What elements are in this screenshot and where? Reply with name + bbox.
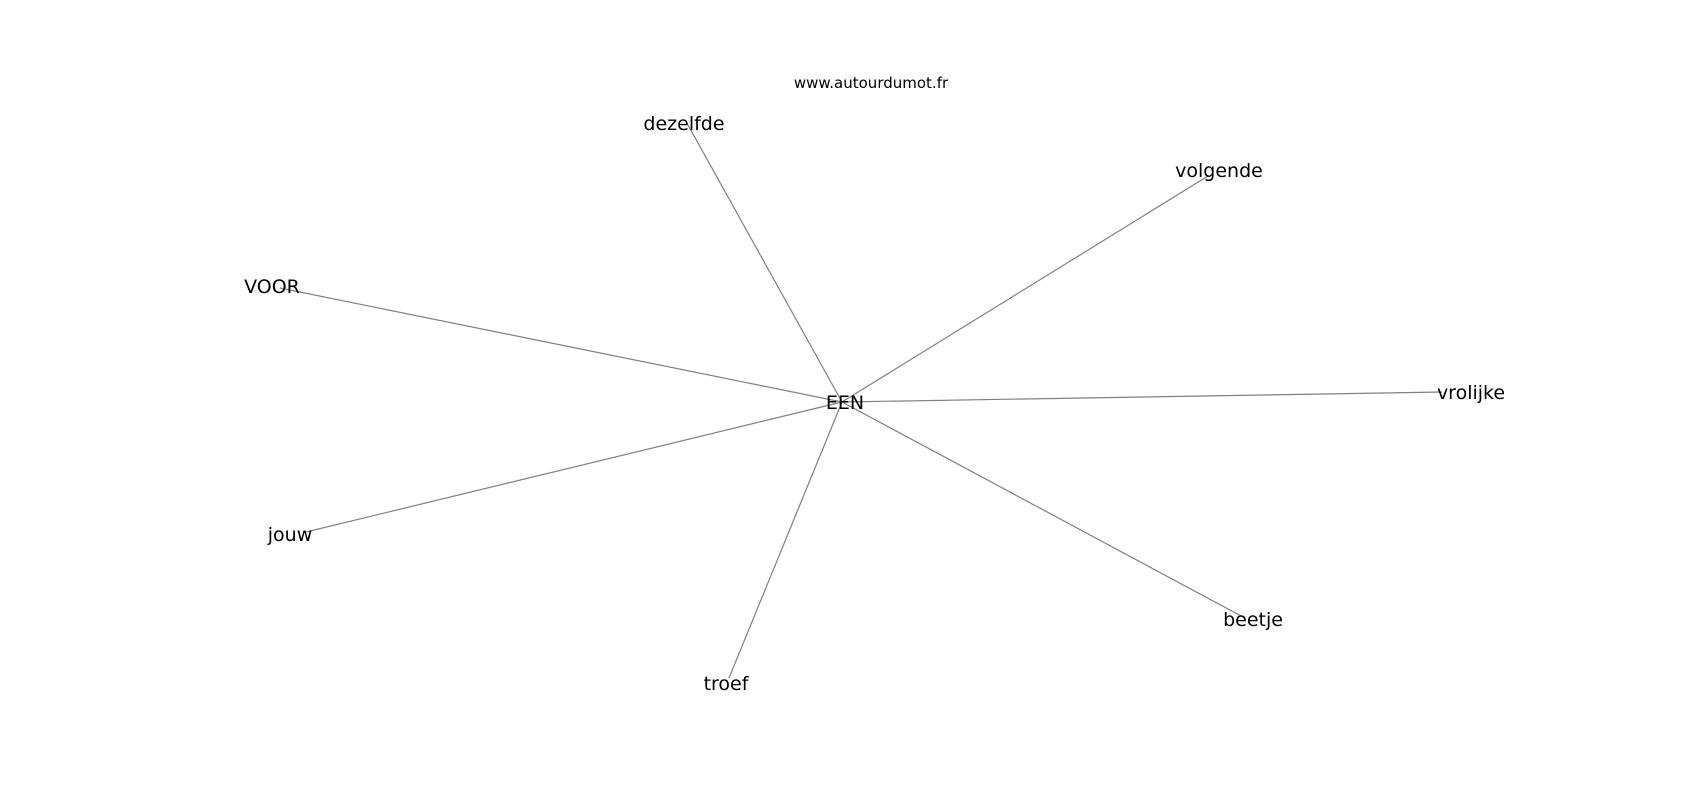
edge-een-vrolijke: [841, 391, 1443, 403]
node-volgende: volgende: [1175, 160, 1263, 182]
node-troef: troef: [704, 673, 750, 695]
node-center-een: EEN: [826, 392, 864, 414]
edge-een-voor: [279, 287, 843, 403]
node-jouw: jouw: [267, 524, 313, 546]
edge-een-jouw: [305, 401, 843, 533]
node-vrolijke: vrolijke: [1437, 382, 1505, 404]
edge-een-volgende: [841, 175, 1209, 403]
node-dezelfde: dezelfde: [643, 113, 724, 135]
edges: [279, 124, 1443, 679]
node-beetje: beetje: [1223, 609, 1283, 631]
node-voor: VOOR: [244, 276, 300, 298]
edge-een-beetje: [841, 401, 1244, 618]
watermark-text: www.autourdumot.fr: [794, 74, 949, 92]
edge-een-dezelfde: [687, 124, 843, 403]
labels: www.autourdumot.fr EEN dezelfde volgende…: [244, 74, 1505, 695]
edge-een-troef: [728, 401, 843, 679]
